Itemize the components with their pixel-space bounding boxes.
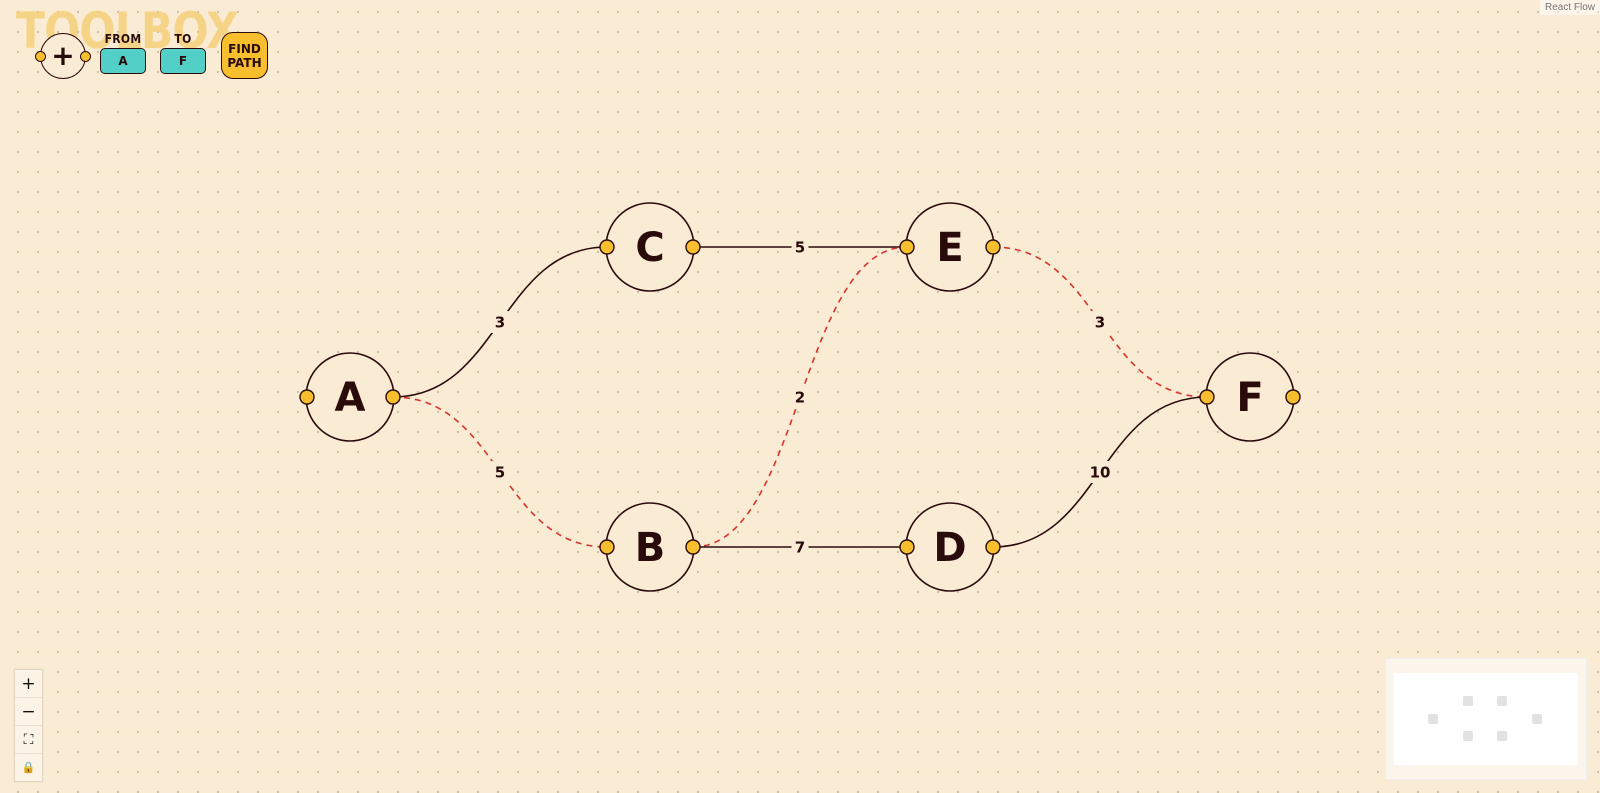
edges-layer: 3 5 5 2 7 3 10 — [392, 236, 1208, 558]
edge-c-e[interactable]: 5 — [693, 236, 907, 258]
edge-weight-label: 3 — [495, 314, 505, 332]
node-label: F — [1236, 375, 1263, 421]
from-label: FROM — [104, 32, 142, 46]
edge-label-bg — [791, 386, 809, 408]
minimap-node-c — [1463, 696, 1473, 706]
target-handle[interactable] — [1199, 389, 1215, 405]
edge-weight-label: 10 — [1090, 464, 1111, 482]
minimap-node-e — [1497, 696, 1507, 706]
edge-a-b[interactable]: 5 — [392, 396, 608, 548]
minimap-viewport — [1394, 673, 1578, 765]
zoom-out-icon[interactable]: − — [15, 698, 42, 726]
edge-line — [692, 246, 908, 548]
edge-b-d[interactable]: 7 — [693, 536, 907, 558]
edge-d-f[interactable]: 10 — [992, 396, 1208, 548]
edge-label-bg — [791, 536, 809, 558]
edge-label-bg — [791, 236, 809, 258]
edge-label-bg — [1091, 311, 1109, 333]
add-node-left-handle — [35, 51, 46, 62]
target-handle[interactable] — [599, 239, 615, 255]
target-handle[interactable] — [899, 239, 915, 255]
nodes-layer: A B C D E F — [299, 202, 1301, 592]
zoom-in-icon[interactable]: + — [15, 670, 42, 698]
target-handle[interactable] — [899, 539, 915, 555]
edge-a-c[interactable]: 3 — [392, 246, 608, 398]
node-label: E — [936, 225, 963, 271]
to-field: TO F — [160, 32, 206, 74]
edge-label-bg — [1087, 461, 1113, 483]
edge-weight-label: 7 — [795, 539, 805, 557]
node-label: B — [635, 525, 666, 571]
source-handle[interactable] — [685, 239, 701, 255]
target-handle[interactable] — [599, 539, 615, 555]
node-a[interactable]: A — [299, 352, 401, 442]
minimap-node-a — [1428, 714, 1438, 724]
edge-e-f[interactable]: 3 — [992, 246, 1208, 398]
edge-label-bg — [491, 461, 509, 483]
source-handle[interactable] — [685, 539, 701, 555]
edge-weight-label: 5 — [495, 464, 505, 482]
add-node-button[interactable]: + — [35, 33, 91, 79]
source-handle[interactable] — [985, 239, 1001, 255]
add-node-right-handle — [80, 51, 91, 62]
edge-label-bg — [491, 311, 509, 333]
node-label: D — [933, 525, 966, 571]
source-handle[interactable] — [385, 389, 401, 405]
edge-weight-label: 2 — [795, 389, 805, 407]
node-label: A — [335, 375, 366, 421]
fit-view-icon[interactable]: ⛶ — [15, 726, 42, 754]
minimap-node-d — [1497, 731, 1507, 741]
minimap[interactable] — [1385, 658, 1587, 780]
edge-b-e[interactable]: 2 — [692, 246, 908, 548]
minimap-node-b — [1463, 731, 1473, 741]
edge-weight-label: 5 — [795, 239, 805, 257]
from-field: FROM A — [100, 32, 146, 74]
node-d[interactable]: D — [899, 502, 1001, 592]
react-flow-attribution[interactable]: React Flow — [1539, 0, 1600, 15]
to-select[interactable]: F — [160, 48, 206, 74]
node-c[interactable]: C — [599, 202, 701, 292]
find-path-button[interactable]: FIND PATH — [221, 32, 268, 79]
plus-icon: + — [51, 39, 75, 72]
node-f[interactable]: F — [1199, 352, 1301, 442]
node-b[interactable]: B — [599, 502, 701, 592]
source-handle[interactable] — [985, 539, 1001, 555]
from-select[interactable]: A — [100, 48, 146, 74]
node-label: C — [635, 225, 664, 271]
node-e[interactable]: E — [899, 202, 1001, 292]
source-handle[interactable] — [1285, 389, 1301, 405]
zoom-controls: + − ⛶ 🔒 — [14, 669, 43, 782]
to-label: TO — [174, 32, 192, 46]
minimap-view — [1394, 673, 1578, 765]
target-handle[interactable] — [299, 389, 315, 405]
lock-icon[interactable]: 🔒 — [21, 761, 36, 774]
edge-weight-label: 3 — [1095, 314, 1105, 332]
minimap-node-f — [1532, 714, 1542, 724]
